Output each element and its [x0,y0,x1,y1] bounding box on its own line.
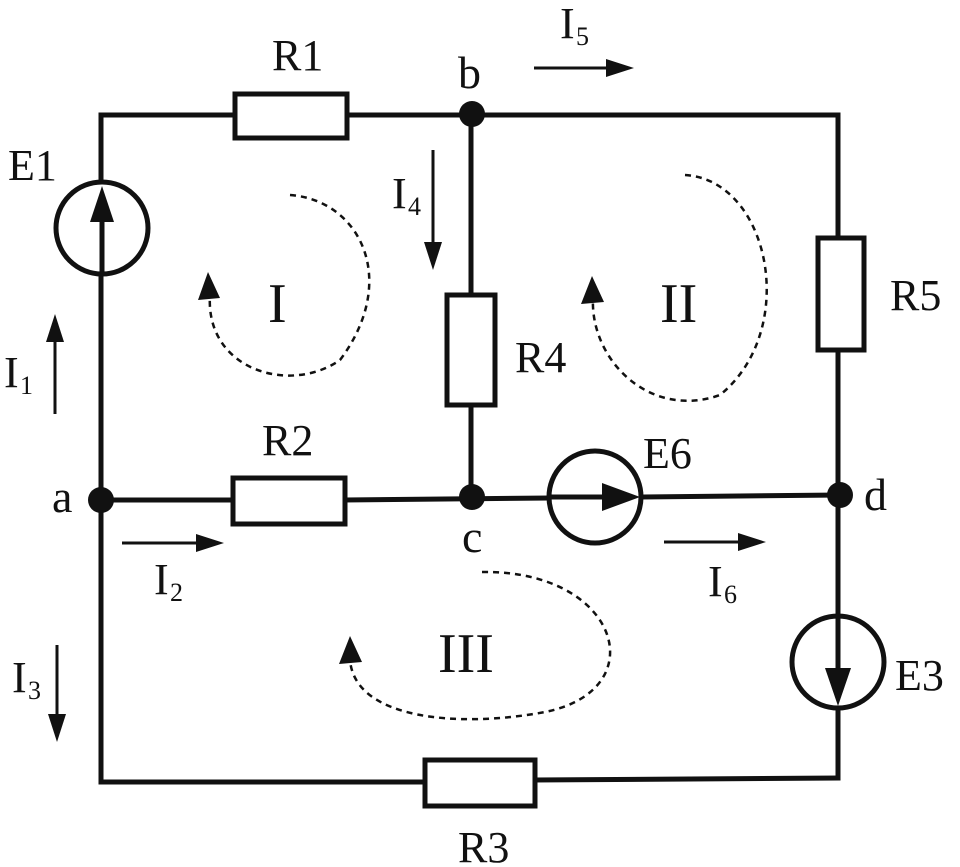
svg-text:2: 2 [170,578,183,607]
node-d-dot [827,482,853,508]
source-e6 [546,448,644,546]
loop-arrow-i [198,193,371,377]
current-arrow-i6 [664,533,766,551]
label-node-d: d [864,469,887,520]
label-r5: R5 [890,271,941,320]
label-i6: I 6 [708,557,737,609]
svg-text:3: 3 [28,676,41,705]
resistor-r3 [422,757,538,809]
node-b-dot [459,101,485,127]
svg-text:1: 1 [20,371,33,400]
label-e1: E1 [8,141,57,190]
source-e1 [53,179,151,277]
current-arrow-i1 [46,314,64,414]
svg-text:5: 5 [576,22,589,51]
svg-text:I: I [560,0,575,48]
resistor-r4 [444,292,498,408]
current-arrow-i4 [424,150,442,270]
label-loop-i: I [268,273,287,335]
label-r3: R3 [458,823,509,867]
label-i1: I 1 [4,348,33,400]
label-r2: R2 [262,416,313,465]
svg-text:I: I [4,348,19,397]
current-arrow-i5 [534,59,634,77]
wires [98,112,841,785]
node-a-dot [88,487,114,513]
label-loop-ii: II [660,273,697,335]
current-arrow-i2 [122,534,224,552]
label-e3: E3 [895,651,944,700]
svg-text:6: 6 [724,580,737,609]
svg-text:I: I [12,653,27,702]
label-r1: R1 [272,31,323,80]
label-node-b: b [458,47,481,98]
source-e3 [789,613,887,711]
current-arrow-i3 [48,645,66,742]
svg-text:4: 4 [408,192,421,221]
node-c-dot [459,484,485,510]
label-i5: I 5 [560,0,589,51]
svg-text:I: I [392,169,407,218]
label-i3: I 3 [12,653,41,705]
svg-text:I: I [708,557,723,606]
resistor-r2 [230,475,348,527]
resistor-r1 [232,91,350,141]
loop-arrow-ii [581,173,768,402]
label-e6: E6 [643,429,692,478]
label-r4: R4 [515,333,566,382]
label-loop-iii: III [438,623,494,685]
label-i2: I 2 [154,555,183,607]
resistor-r5 [815,235,867,353]
label-node-a: a [52,471,72,522]
svg-text:I: I [154,555,169,604]
label-i4: I 4 [392,169,421,221]
label-node-c: c [462,511,482,562]
loop-arrow-iii [339,570,612,721]
